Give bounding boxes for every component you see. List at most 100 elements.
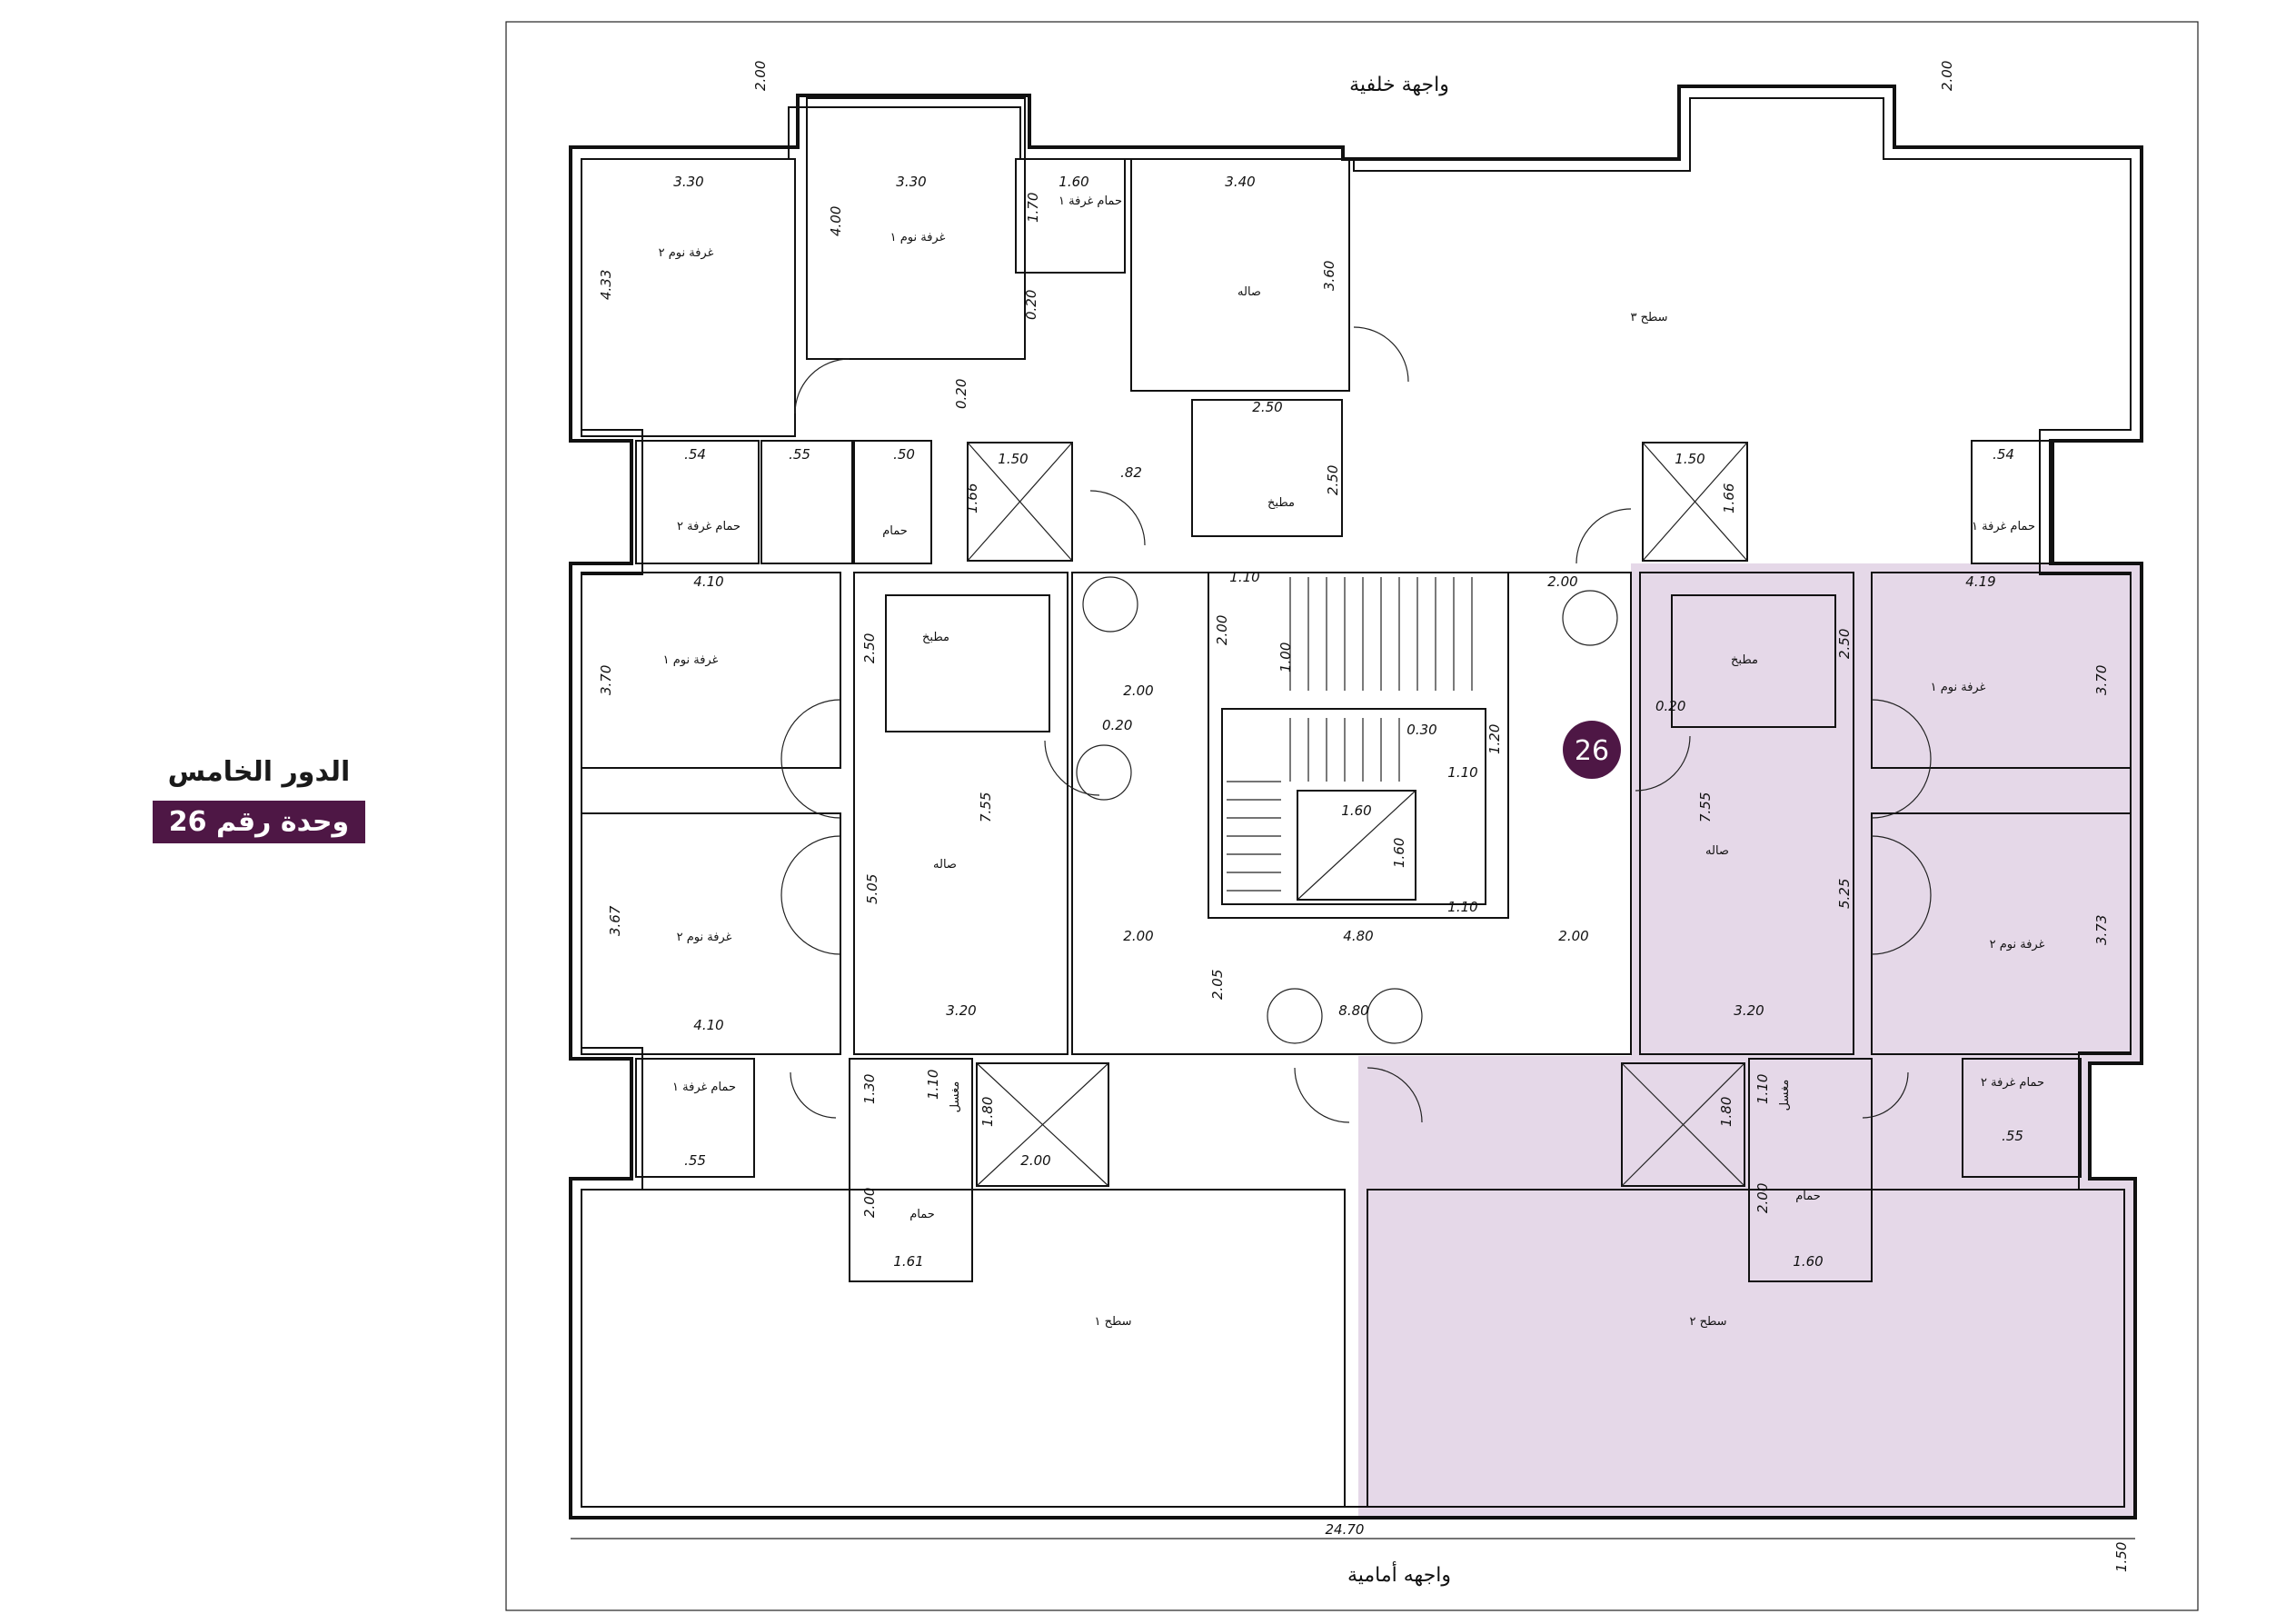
dim-label: 3.70 xyxy=(2093,665,2110,695)
dim-label: 1.60 xyxy=(1391,838,1407,868)
dim-label: 3.30 xyxy=(896,174,926,190)
dim-label: 3.70 xyxy=(598,665,614,695)
label-bath-bedroom1-sw: حمام غرفة ١ xyxy=(672,1081,736,1094)
dim-label: 1.80 xyxy=(1718,1097,1734,1127)
label-hall-n: صاله xyxy=(1237,285,1261,299)
dim-label: 2.00 xyxy=(1123,682,1153,699)
label-roof1: سطح ١ xyxy=(1094,1315,1131,1329)
label-bath-bedroom1-n: حمام غرفة ١ xyxy=(1059,194,1122,208)
elevator-sw-cross xyxy=(976,1062,1109,1187)
label-bath-se: حمام xyxy=(1795,1190,1821,1203)
dim-label: 1.60 xyxy=(1793,1253,1823,1270)
dim-label: 3.20 xyxy=(946,1002,976,1019)
dim-label: 4.10 xyxy=(693,573,723,590)
dim-label: 1.10 xyxy=(1229,569,1259,585)
room-kitchen-w xyxy=(885,594,1050,732)
dim-label: 4.19 xyxy=(1965,573,1995,590)
dim-label: 2.00 xyxy=(1754,1183,1771,1213)
room-kitchen-n xyxy=(1191,399,1343,537)
label-bath-bedroom2-nw: حمام غرفة ٢ xyxy=(677,520,740,533)
elevator-se-cross xyxy=(1621,1062,1745,1187)
dim-label: 7.55 xyxy=(1697,792,1714,822)
room-roof2 xyxy=(1367,1189,2125,1508)
dim-rear-setback-right: 2.00 xyxy=(1939,61,1955,91)
elevator-ne xyxy=(1642,442,1748,562)
elevator-nw xyxy=(967,442,1073,562)
dim-label: 2.00 xyxy=(861,1188,878,1218)
label-bedroom1-w: غرفة نوم ١ xyxy=(663,653,719,667)
dim-label: 4.10 xyxy=(693,1017,723,1033)
dim-label: 1.50 xyxy=(998,451,1028,467)
room-bedroom1-e xyxy=(1871,572,2132,769)
lobby xyxy=(1071,572,1632,1055)
label-bedroom2-e: غرفة نوم ٢ xyxy=(1990,938,2045,951)
label-bath-mid-nw: حمام xyxy=(882,524,908,538)
dim-label: 1.10 xyxy=(1754,1074,1771,1104)
dim-label: 3.30 xyxy=(673,174,703,190)
dim-label: 3.67 xyxy=(607,905,623,936)
dim-label: 3.20 xyxy=(1734,1002,1764,1019)
room-hall-e xyxy=(1639,572,1854,1055)
dim-label: 3.60 xyxy=(1321,261,1337,291)
unit-marker-circle xyxy=(1563,721,1621,779)
dim-label: 3.40 xyxy=(1225,174,1255,190)
dim-label: 1.30 xyxy=(861,1074,878,1104)
dim-label: 1.60 xyxy=(1341,802,1371,819)
stair-treads xyxy=(1227,577,1473,892)
label-kitchen-n: مطبخ xyxy=(1267,496,1295,510)
label-bath-sw: حمام xyxy=(909,1208,935,1221)
label-bedroom1-n: غرفة نوم ١ xyxy=(890,231,946,244)
dim-label: 3.73 xyxy=(2093,915,2110,945)
dim-label: 1.10 xyxy=(1447,899,1477,915)
columns xyxy=(1076,576,1618,1044)
label-bath-bedroom2-se: حمام غرفة ٢ xyxy=(1981,1076,2044,1090)
dim-label: .55 xyxy=(2002,1128,2023,1144)
room-bath-sw xyxy=(849,1058,973,1282)
wall-outer-north xyxy=(569,85,2143,1519)
stair-elevator xyxy=(1297,790,1416,901)
dim-label: 0.20 xyxy=(1102,717,1132,733)
facade-front-label: واجهه أمامية xyxy=(1347,1561,1451,1587)
stair-core xyxy=(1208,572,1509,919)
label-kitchen-e: مطبخ xyxy=(1731,653,1758,667)
dim-label: 2.00 xyxy=(1020,1152,1050,1169)
dim-label: 4.80 xyxy=(1343,928,1373,944)
facade-rear-label: واجهة خلفية xyxy=(1349,74,1449,96)
dimension-labels: 3.30 3.30 1.60 3.40 4.33 4.00 1.70 3.60 … xyxy=(598,174,2110,1270)
dim-label: .55 xyxy=(789,446,810,463)
room-bath-se xyxy=(1748,1058,1873,1282)
dim-label: .54 xyxy=(1993,446,2014,463)
dim-label: .50 xyxy=(893,446,915,463)
stair-elevator-diag xyxy=(1297,790,1416,901)
dim-label: 2.00 xyxy=(1558,928,1588,944)
label-hall-w: صاله xyxy=(933,858,957,872)
dim-label: 2.50 xyxy=(1252,399,1282,415)
dim-label: 5.05 xyxy=(864,874,880,904)
room-hall-n xyxy=(1130,158,1350,392)
room-bath-bedroom2-se xyxy=(1962,1058,2082,1178)
room-bath-nw-3 xyxy=(853,440,932,564)
dim-label: 1.61 xyxy=(893,1253,923,1270)
dim-label: 2.50 xyxy=(861,633,878,663)
unit-marker-number: 26 xyxy=(1575,735,1609,767)
room-bath-bedroom1-ne xyxy=(1971,440,2054,564)
room-kitchen-e xyxy=(1671,594,1836,728)
elevator-se xyxy=(1621,1062,1745,1187)
dim-label: 2.50 xyxy=(1836,629,1853,659)
dim-label: 2.00 xyxy=(1123,928,1153,944)
label-closet-w: مغسل xyxy=(949,1081,962,1113)
floor-title: الدور الخامس xyxy=(167,756,351,788)
dim-label: 0.20 xyxy=(1023,290,1039,320)
label-closet-e: مغسل xyxy=(1778,1080,1792,1111)
dim-label: 1.66 xyxy=(964,483,980,513)
dim-label: 2.00 xyxy=(1547,573,1577,590)
dim-label: 8.80 xyxy=(1338,1002,1368,1019)
dim-label: 1.60 xyxy=(1059,174,1088,190)
dim-label: 1.80 xyxy=(979,1097,996,1127)
elevator-nw-cross xyxy=(967,442,1073,562)
label-kitchen-w: مطبخ xyxy=(922,631,949,644)
room-roof1 xyxy=(581,1189,1346,1508)
dim-label: 1.20 xyxy=(1486,724,1503,754)
dim-label: .54 xyxy=(684,446,706,463)
dim-label: .82 xyxy=(1120,464,1142,481)
